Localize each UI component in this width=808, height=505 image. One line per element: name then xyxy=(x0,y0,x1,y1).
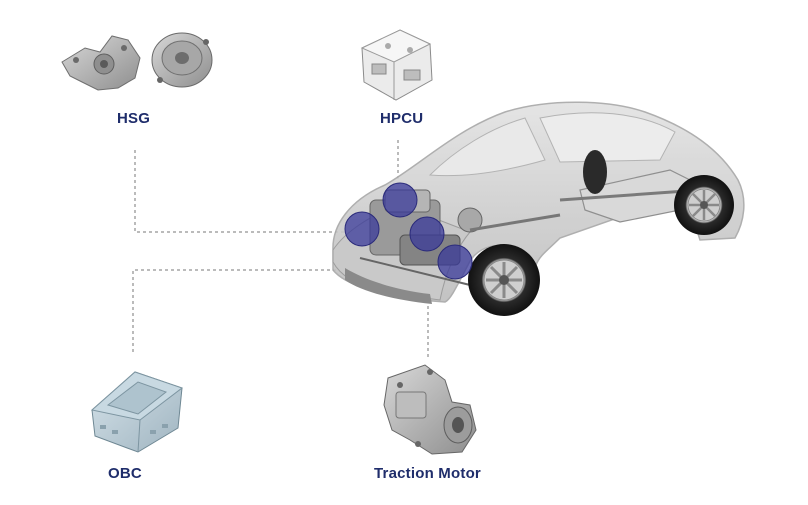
leader-line-hsg xyxy=(134,150,345,233)
rear-wheel xyxy=(674,175,734,235)
marker-hpcu xyxy=(382,182,418,218)
marker-hsg xyxy=(344,211,380,247)
leader-line-obc xyxy=(132,269,348,352)
component-markers xyxy=(344,182,473,280)
car-side-window xyxy=(539,112,676,163)
front-wheel xyxy=(468,244,540,316)
hsg-housing-icon xyxy=(61,32,213,91)
rear-left-wheel xyxy=(583,150,607,194)
car-windshield xyxy=(428,117,546,177)
rear-axle xyxy=(559,188,701,202)
obc-charger-icon xyxy=(90,371,184,453)
marker-traction xyxy=(437,244,473,280)
label-traction-motor: Traction Motor xyxy=(374,465,481,482)
traction-motor-icon xyxy=(383,364,477,455)
label-hpcu: HPCU xyxy=(380,110,424,127)
label-hsg: HSG xyxy=(117,110,151,127)
marker-engine xyxy=(409,216,445,252)
car-grille xyxy=(345,268,432,304)
hpcu-unit-icon xyxy=(360,29,433,101)
label-obc: OBC xyxy=(108,465,142,482)
leader-lines xyxy=(132,140,429,358)
